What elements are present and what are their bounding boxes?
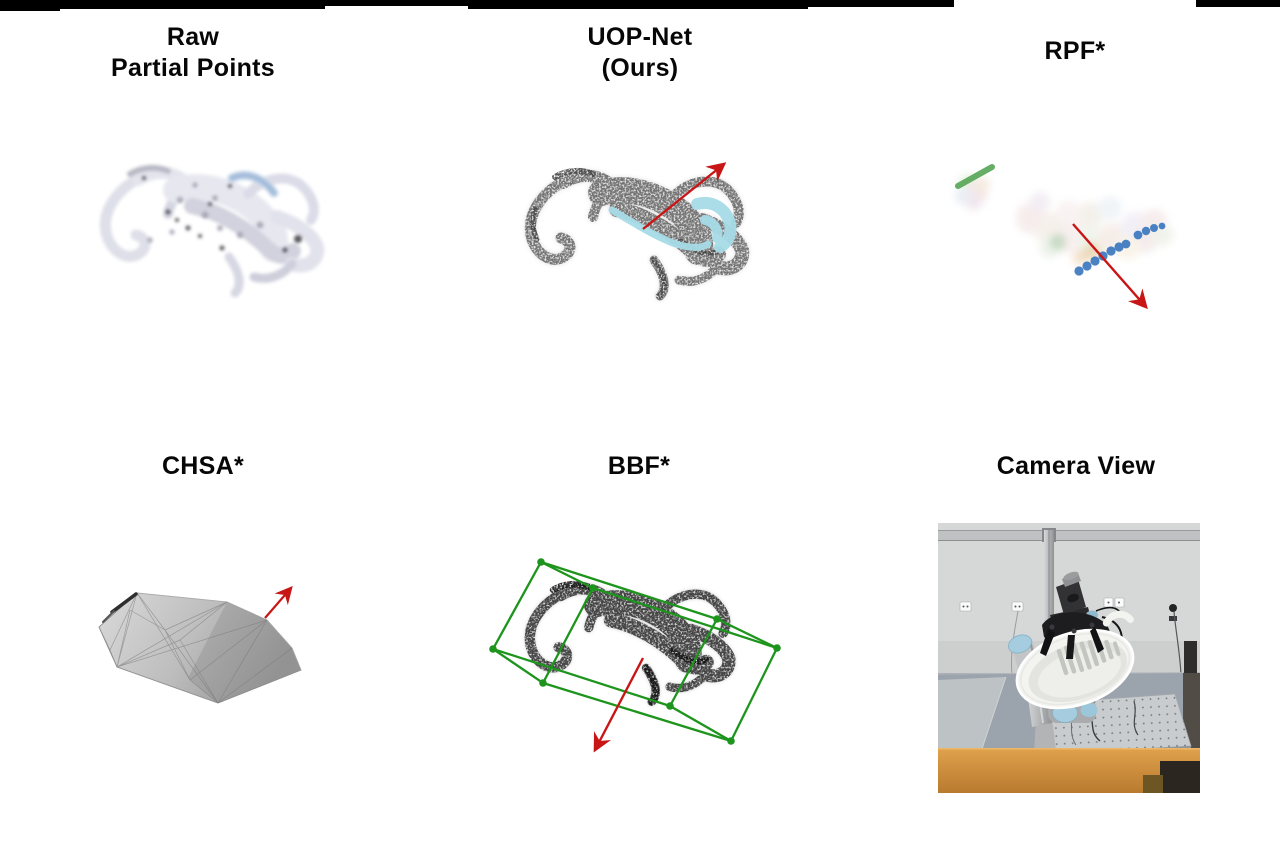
point-cloud-shading	[142, 176, 302, 253]
bbf-result	[489, 558, 781, 753]
raw-partial-points-cloud	[99, 164, 325, 298]
title-line: UOP-Net	[587, 23, 693, 51]
panel-title-camera-view: Camera View	[996, 452, 1156, 480]
placement-direction-arrow	[593, 657, 645, 753]
top-bar-segment	[1196, 0, 1280, 7]
chsa-convex-hull	[98, 586, 302, 704]
placement-direction-arrow	[264, 586, 293, 619]
dark-point-cloud	[524, 580, 736, 707]
gripper-fingers	[1040, 622, 1104, 659]
blue-point-band	[1074, 222, 1166, 276]
panel-title-bbf: BBF*	[607, 452, 671, 480]
title-line: Raw	[166, 23, 220, 51]
panel-title-chsa: CHSA*	[161, 452, 245, 480]
gray-point-cloud	[524, 167, 750, 301]
predicted-placement-plane	[608, 197, 737, 253]
frame-rail	[938, 528, 1200, 542]
basket-handle	[1102, 610, 1134, 627]
placement-direction-arrow	[642, 162, 727, 230]
title-line: Partial Points	[111, 54, 275, 82]
joint-cap	[1008, 634, 1032, 654]
hull-mesh	[98, 592, 302, 704]
white-basket	[1015, 610, 1135, 710]
top-bar-segment	[468, 0, 808, 9]
panel-title-raw: Raw Partial Points	[33, 22, 353, 84]
bounding-box-vertices	[489, 558, 781, 745]
top-bar-segment	[60, 0, 325, 9]
green-segment	[955, 164, 995, 189]
multicolor-point-cloud	[955, 164, 1173, 276]
wall-cable	[1173, 611, 1182, 676]
top-bar-segment	[808, 0, 954, 7]
placement-direction-arrow	[1072, 223, 1148, 310]
point-cloud-body	[99, 164, 325, 298]
camera-view-photo	[938, 523, 1200, 793]
uop-net-result	[524, 162, 750, 301]
top-bar-segment	[325, 0, 468, 6]
joint-cap	[1080, 703, 1098, 717]
panel-title-uop-net: UOP-Net (Ours)	[480, 22, 800, 84]
rpf-result	[955, 164, 1173, 310]
wooden-table-edge	[938, 748, 1200, 793]
wall-outlets	[959, 597, 1177, 621]
shelf-object	[1184, 641, 1197, 673]
triangulation-edges	[98, 592, 302, 704]
title-line: (Ours)	[601, 54, 679, 82]
panel-title-rpf: RPF*	[1044, 37, 1106, 65]
top-bar-segment	[0, 0, 60, 11]
